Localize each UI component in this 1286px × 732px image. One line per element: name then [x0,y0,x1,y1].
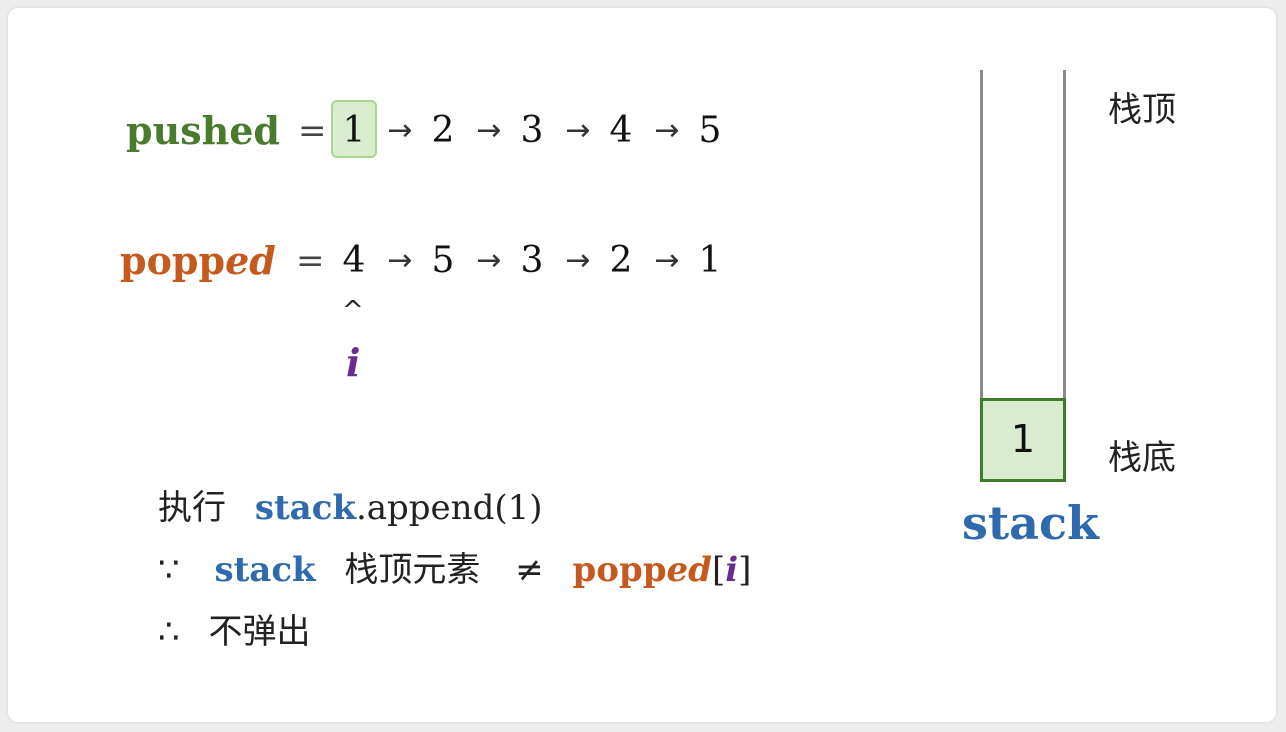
arrow-icon: → [654,243,680,278]
stack-bottom-label: 栈底 [1108,438,1176,478]
arrow-icon: → [654,113,680,148]
statement-top-element: 栈顶元素 [344,550,481,590]
statement-index: i [725,550,739,590]
pushed-item: 4 [609,110,633,151]
arrow-icon: → [476,113,502,148]
statement-lbracket: [ [711,550,726,590]
stack-cell: 1 [980,398,1066,482]
stack-top-label: 栈顶 [1108,90,1176,130]
arrow-icon: → [387,113,413,148]
pushed-equals: = [298,111,327,151]
because-icon: ∵ [158,550,180,590]
statement-popped-italic: ed [666,550,712,590]
popped-name-plain: popp [120,238,226,283]
stack-right-wall [1063,70,1066,480]
statement-line-1: 执行 stack.append(1) [158,486,543,530]
popped-item: 4 [342,240,366,281]
statement-line-2: ∵ stack 栈顶元素 ≠ popped[i] [158,548,751,592]
pushed-current-highlight [331,100,377,158]
popped-item: 5 [431,240,455,281]
popped-item: 3 [520,240,544,281]
not-equal-icon: ≠ [515,550,544,590]
arrow-icon: → [565,243,591,278]
statement-popped-keyword: popped [573,550,712,590]
pushed-item: 1 [342,110,366,151]
popped-item: 1 [698,240,722,281]
popped-item: 2 [609,240,633,281]
statement-line-3: ∴ 不弹出 [158,610,310,654]
statement-prefix: 执行 [158,488,226,528]
statement-call: .append(1) [355,488,543,528]
statement-popped-plain: popp [572,550,667,590]
pushed-row: pushed = 1 → 2 → 3 → 4 → 5 [0,100,760,158]
pointer-label: i [346,340,361,385]
popped-name-italic: ed [225,238,276,283]
pushed-name: pushed [126,108,280,153]
statement-stack-keyword: stack [214,550,316,590]
pushed-item: 3 [520,110,544,151]
pushed-item: 2 [431,110,455,151]
pointer-caret-icon: ^ [342,296,364,326]
popped-equals: = [296,241,325,281]
statement-conclusion: 不弹出 [208,612,311,652]
stack-label: stack [962,496,1099,550]
arrow-icon: → [476,243,502,278]
pushed-item: 5 [698,110,722,151]
arrow-icon: → [565,113,591,148]
therefore-icon: ∴ [158,612,180,652]
statement-rbracket: ] [738,550,752,590]
popped-name: popped [120,236,276,286]
popped-row: popped = 4 → 5 → 3 → 2 → 1 [0,236,760,286]
stack-left-wall [980,70,983,480]
arrow-icon: → [387,243,413,278]
statement-stack-keyword: stack [254,488,356,528]
